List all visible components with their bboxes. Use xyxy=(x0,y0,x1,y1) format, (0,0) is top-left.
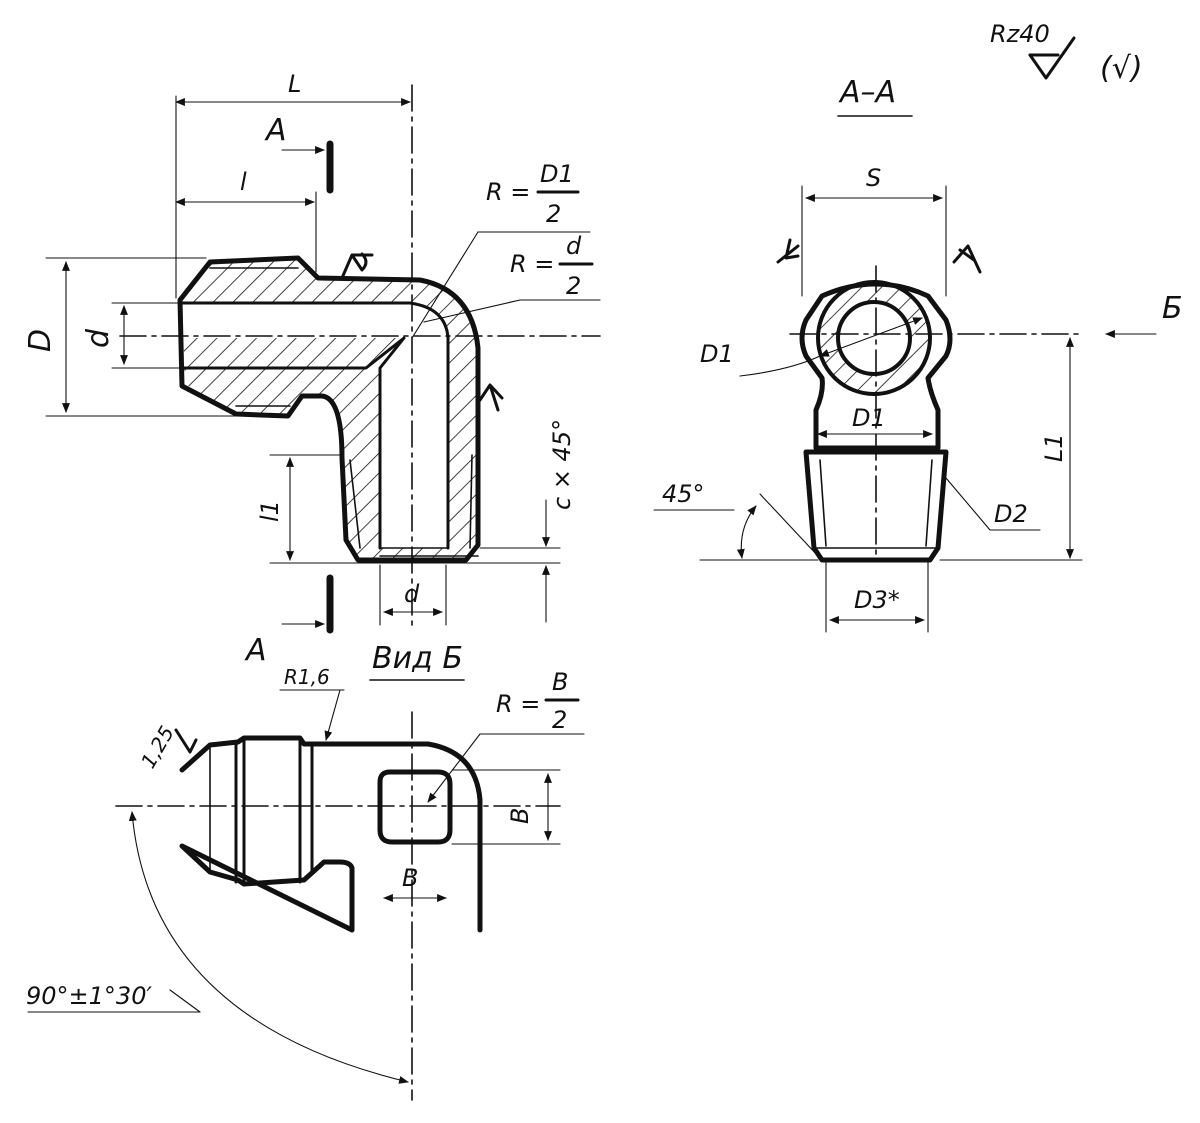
dim-d-lower: d xyxy=(404,580,420,608)
section-aa-view: A–A S D1 D1 Б L1 xyxy=(653,75,1183,633)
dim-45: 45° xyxy=(662,480,705,508)
dim-90-angle: 90°±1°30′ xyxy=(26,982,152,1010)
roughness-mark-top xyxy=(340,252,374,280)
main-dimensions: L l A A D d R = D1 2 R = d 2 xyxy=(23,70,594,668)
bore-circle xyxy=(836,300,912,376)
roughness-mark-aa-left xyxy=(776,238,800,264)
roughness-check-icon xyxy=(1028,36,1076,80)
section-title: A–A xyxy=(838,75,896,110)
dim-B-horizontal: B xyxy=(402,864,418,892)
roughness-value: Rz40 xyxy=(990,20,1050,48)
radius-outer-prefix: R = xyxy=(486,178,530,206)
dim-D3: D3* xyxy=(854,586,900,614)
view-B-marker: Б xyxy=(1162,291,1183,326)
radius-inner-top: d xyxy=(566,232,582,260)
dim-D1-neck: D1 xyxy=(852,404,886,432)
view-title: Вид Б xyxy=(372,641,463,676)
radius-b-prefix: R = xyxy=(496,690,540,718)
dim-D1-circle: D1 xyxy=(700,340,734,368)
view-b: Вид Б R1,6 1,25 R = B 2 B B xyxy=(26,641,585,1101)
dim-L1: L1 xyxy=(1040,433,1068,462)
roughness-125: 1,25 xyxy=(136,722,179,773)
radius-b-top: B xyxy=(552,668,568,696)
section-A-top: A xyxy=(264,113,287,148)
roughness-mark-side xyxy=(478,383,504,412)
roughness-mark-aa-right xyxy=(952,244,982,274)
bore-top-line xyxy=(180,301,450,550)
radius-outer-top: D1 xyxy=(540,160,574,188)
hex-head-outline xyxy=(799,281,953,451)
dim-B-vertical: B xyxy=(506,808,534,824)
view-b-outline xyxy=(179,735,483,933)
dim-R16: R1,6 xyxy=(284,665,330,689)
roughness-general: (√) xyxy=(1100,51,1143,86)
dim-D2: D2 xyxy=(994,500,1028,528)
radius-inner-bottom: 2 xyxy=(566,272,581,300)
dim-D: D xyxy=(23,329,58,352)
bore-bottom-line xyxy=(180,336,406,550)
radius-inner-prefix: R = xyxy=(510,250,554,278)
section-A-bottom: A xyxy=(244,633,267,668)
dim-S: S xyxy=(866,164,881,192)
main-outline xyxy=(177,255,481,563)
main-section-view xyxy=(119,84,601,626)
dim-L: L xyxy=(288,70,301,98)
dim-chamfer: c × 45° xyxy=(548,419,576,510)
dim-l1: l1 xyxy=(256,500,284,522)
roughness-symbol: Rz40 (√) xyxy=(990,20,1143,86)
square-window xyxy=(377,769,453,845)
radius-outer-bottom: 2 xyxy=(546,200,561,228)
radius-b-bottom: 2 xyxy=(552,706,567,734)
dim-d: d xyxy=(81,328,116,348)
dim-l: l xyxy=(240,168,247,196)
